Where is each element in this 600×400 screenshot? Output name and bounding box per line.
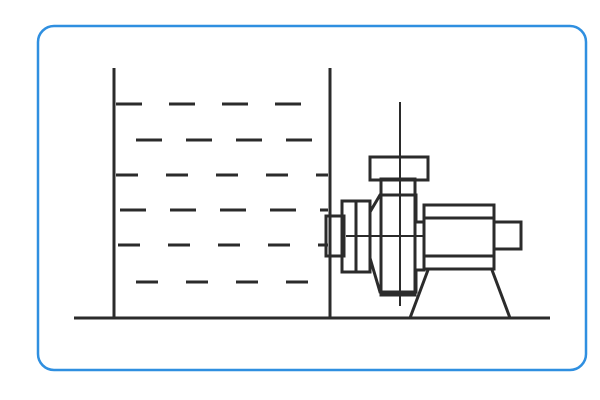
pump-stand xyxy=(408,269,512,319)
motor-body xyxy=(422,203,496,271)
motor-shaft-cap xyxy=(492,220,523,251)
frame-border xyxy=(36,24,588,372)
outlet-pipe xyxy=(324,214,346,258)
tank-liquid xyxy=(116,102,328,284)
